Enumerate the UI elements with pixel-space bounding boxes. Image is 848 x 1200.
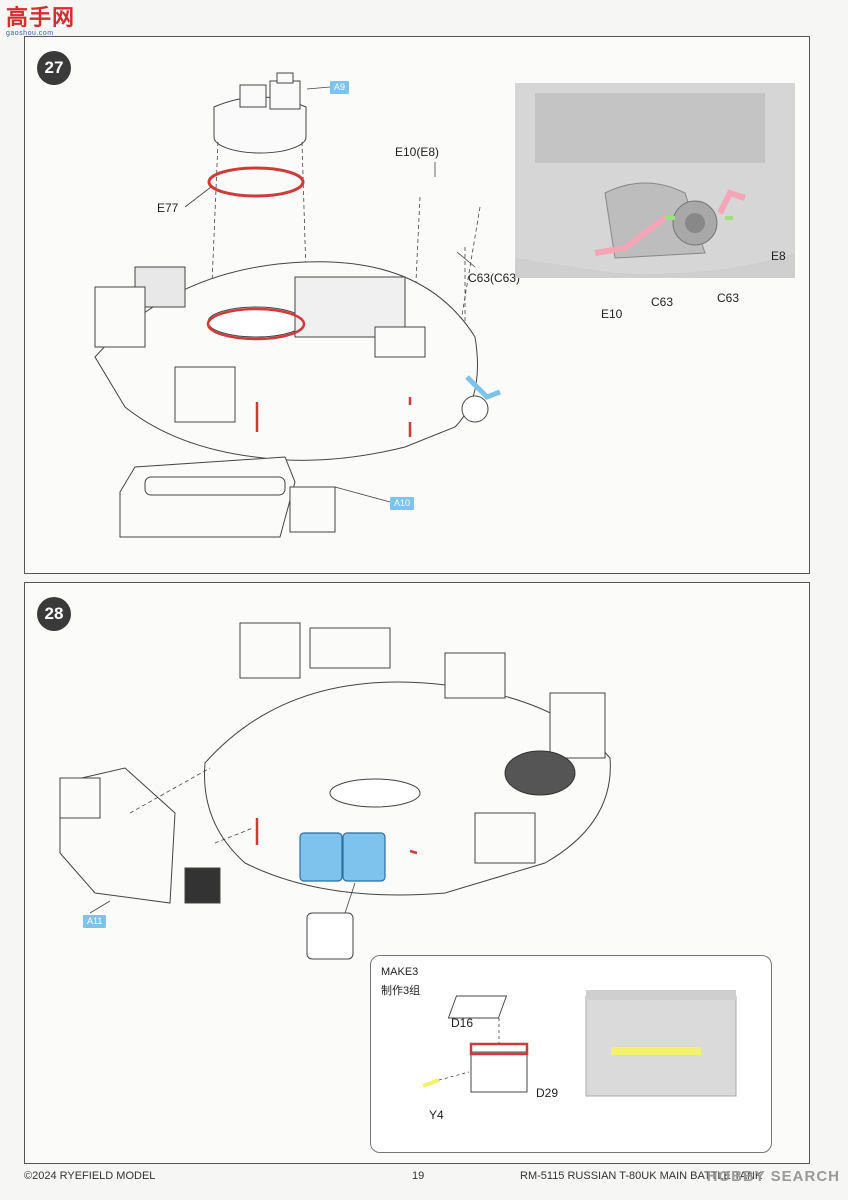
watermark-logo: 高手网 [6, 6, 76, 31]
step-28-drawing [59, 622, 611, 960]
part-tag-a9: A9 [330, 81, 350, 94]
make3-drawing [422, 990, 737, 1097]
part-label-e77: E77 [157, 201, 179, 215]
blue-bracket-part [465, 375, 501, 400]
footer-page-number: 19 [412, 1170, 425, 1182]
footer-product: RM-5115 RUSSIAN T-80UK MAIN BATTLE TANK [520, 1170, 763, 1182]
step-27-drawing [94, 72, 501, 538]
front-armor-part [119, 456, 336, 538]
e77-ring [207, 166, 305, 198]
turret-body [94, 261, 478, 461]
d29-box-part [470, 1051, 528, 1093]
part-tag-a11: A11 [83, 915, 107, 928]
corner-watermark: HOBBY SEARCH [706, 1168, 840, 1185]
detail-label-c63-right: C63 [717, 291, 740, 305]
make3-callout: MAKE3 制作3组 D16 D29 Y4 [370, 955, 772, 1153]
drum-part [461, 395, 489, 423]
callout-label-d16: D16 [451, 1016, 474, 1030]
detail-label-c63-left: C63 [651, 295, 674, 309]
fit-markers [255, 397, 412, 437]
part-tag-a10: A10 [390, 497, 415, 510]
detail-inset [515, 83, 795, 278]
detail-label-e8: E8 [771, 249, 786, 263]
turret-ring [206, 307, 306, 341]
e8-highlight [717, 189, 746, 215]
blue-storage-boxes [299, 832, 386, 882]
callout-label-y4: Y4 [429, 1108, 444, 1122]
make3-label-cn: 制作3组 [381, 985, 421, 997]
footer-copyright: ©2024 RYEFIELD MODEL [24, 1170, 156, 1182]
callout-label-d29: D29 [536, 1086, 559, 1100]
make3-label: MAKE3 [381, 966, 419, 978]
box-lid-part [306, 912, 354, 960]
step-27-number: 27 [37, 51, 71, 85]
e10-highlight [594, 215, 667, 256]
fit-markers-28 [255, 818, 418, 855]
part-label-e10-e8: E10(E8) [395, 145, 440, 159]
d16-lid-part [447, 995, 508, 1019]
watermark: 高手网 gaoshou.com [6, 6, 76, 38]
box-render [585, 995, 737, 1097]
watermark-sub: gaoshou.com [6, 30, 54, 37]
part-label-c63-c63: C63(C63) [468, 271, 521, 285]
cupola-part [213, 72, 307, 154]
detail-label-e10: E10 [601, 307, 623, 321]
detail-drawing [515, 83, 795, 274]
step-28-panel: 28 A11 [24, 582, 810, 1164]
left-exhaust-part [59, 767, 221, 904]
grille-part [504, 750, 576, 796]
step-27-panel: 27 [24, 36, 810, 574]
y4-handle-part [422, 1078, 440, 1088]
step-28-number: 28 [37, 597, 71, 631]
